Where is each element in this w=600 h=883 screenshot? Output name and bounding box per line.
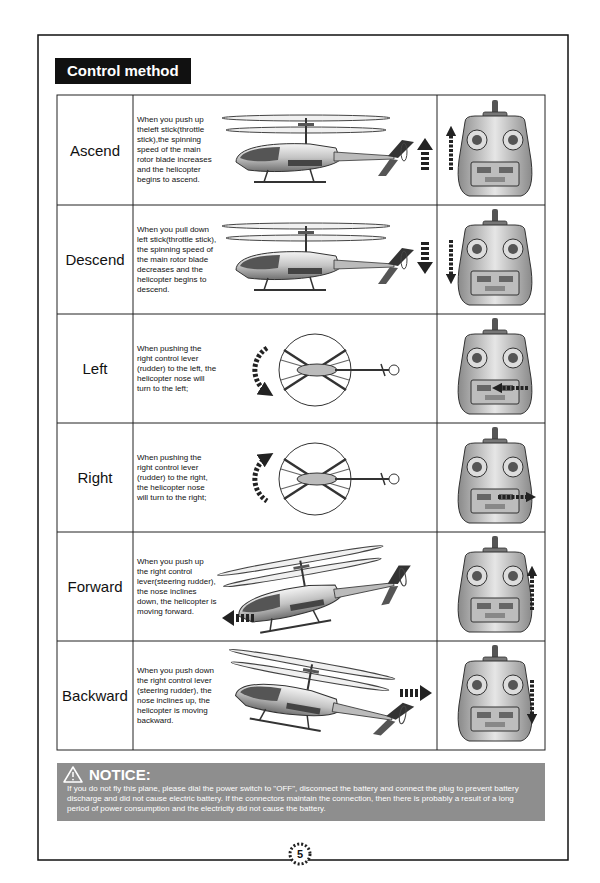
motion-arrow-part	[400, 685, 432, 701]
warning-icon-part	[72, 779, 74, 781]
helicopter-figure-part	[217, 539, 418, 638]
transmitter-figure-part	[458, 318, 532, 414]
notice-heading: NOTICE:	[67, 766, 535, 784]
transmitter-figure-part	[458, 427, 532, 523]
row-description: When you push down the right control lev…	[137, 666, 217, 726]
helicopter-figure	[217, 115, 419, 746]
stick-arrow-part	[530, 680, 534, 718]
motion-arrow-part	[417, 138, 433, 170]
helicopter-figure-part	[279, 334, 399, 406]
helicopter-figure-part	[222, 223, 414, 290]
table-grid-part	[57, 532, 545, 533]
warning-icon	[64, 767, 82, 782]
table-row: RightWhen pushing the right control leve…	[57, 423, 545, 532]
row-description: When you pull down left stick(throttle s…	[137, 225, 217, 295]
helicopter-figure-part	[218, 647, 419, 746]
transmitter-figure-part	[458, 100, 532, 196]
stick-arrow-part	[498, 495, 530, 499]
transmitter-figure-part	[458, 645, 532, 741]
motion-arrow-part	[222, 610, 254, 626]
section-title: Control method	[55, 58, 191, 84]
table-row: ForwardWhen you push up the right contro…	[57, 532, 545, 641]
table-row: AscendWhen you push up theleft stick(thr…	[57, 95, 545, 205]
transmitter-figure-part	[458, 536, 532, 632]
table-grid-part	[57, 314, 545, 315]
table-grid-part	[57, 423, 545, 424]
notice-box: NOTICE:If you do not fly this plane, ple…	[57, 763, 545, 821]
table-row: DescendWhen you pull down left stick(thr…	[57, 205, 545, 314]
row-description: When pushing the right control lever (ru…	[137, 344, 217, 394]
stick-arrow-part	[530, 572, 534, 610]
table-grid-part	[133, 95, 134, 750]
row-label: Descend	[57, 205, 133, 314]
row-label: Ascend	[57, 95, 133, 205]
helicopter-figure-part	[279, 443, 399, 515]
warning-icon-part	[64, 767, 82, 782]
row-label: Backward	[57, 641, 133, 750]
transmitter-figure	[458, 100, 532, 741]
table-row: LeftWhen pushing the right control lever…	[57, 314, 545, 423]
table-grid	[57, 95, 545, 750]
page-number: 5	[292, 846, 308, 862]
table-grid-part	[57, 205, 545, 206]
table-grid-part	[57, 95, 545, 750]
stick-arrow	[451, 132, 532, 718]
helicopter-figure-part	[222, 115, 414, 182]
table-grid-part	[57, 641, 545, 642]
row-description: When you push up theleft stick(throttle …	[137, 115, 217, 185]
page-number-badge	[290, 844, 310, 864]
row-label: Left	[57, 314, 133, 423]
warning-icon-part	[72, 772, 74, 777]
stick-arrow-part	[498, 386, 528, 390]
row-description: When you push up the right control lever…	[137, 557, 217, 617]
stick-arrow-part	[449, 132, 453, 170]
motion-arrow-part	[417, 242, 433, 274]
section-title-text: Control method	[67, 62, 179, 79]
motion-arrow-part	[255, 457, 267, 501]
motion-arrow	[222, 138, 433, 701]
row-label: Right	[57, 423, 133, 532]
table-row: BackwardWhen you push down the right con…	[57, 641, 545, 750]
row-label: Forward	[57, 532, 133, 641]
stick-arrow-part	[449, 240, 453, 278]
notice-body: If you do not fly this plane, please dia…	[67, 784, 535, 814]
row-description: When pushing the right control lever (ru…	[137, 453, 217, 503]
motion-arrow-part	[255, 348, 267, 392]
transmitter-figure-part	[458, 209, 532, 305]
table-grid-part	[437, 95, 438, 750]
page-number-text: 5	[297, 848, 303, 860]
page-border	[38, 35, 568, 860]
